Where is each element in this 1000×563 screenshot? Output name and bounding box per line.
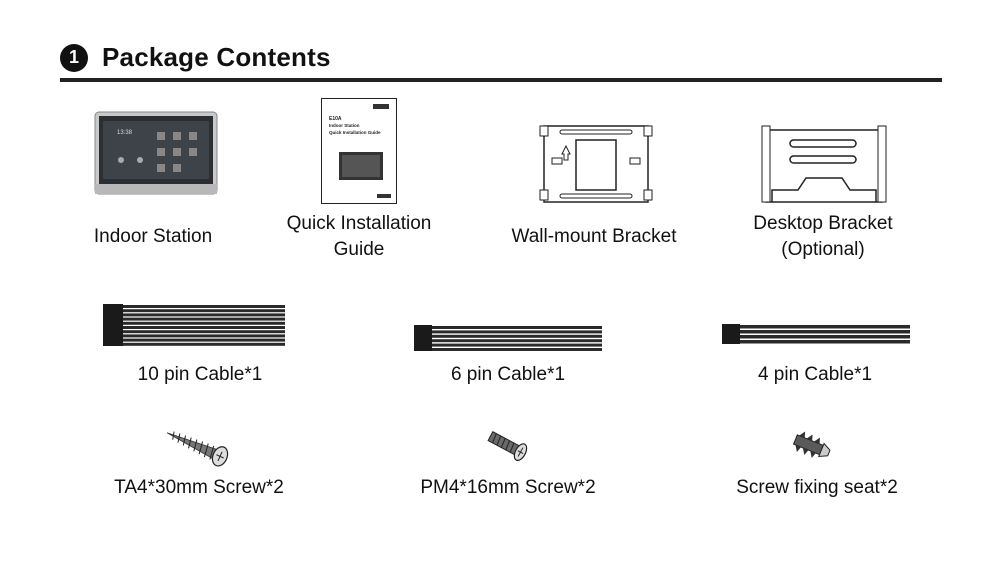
section-number-badge: 1 [60, 43, 88, 72]
manual-text-1: E10A [329, 116, 342, 122]
anchor-image [792, 431, 831, 458]
cable-6pin-image [414, 325, 602, 351]
cable-10pin-image [103, 304, 285, 346]
desktop-bracket-image [761, 125, 887, 203]
anchor-label: Screw fixing seat*2 [736, 477, 898, 498]
screw-pm4-image [487, 431, 528, 461]
manual-text-3: Quick Installation Guide [329, 130, 381, 135]
desktop-bracket-label: Desktop Bracket (Optional) [726, 211, 920, 263]
manual-image: E10A Indoor Station Quick Installation G… [321, 98, 397, 204]
wall-bracket-label: Wall-mount Bracket [511, 226, 677, 247]
section-title: Package Contents [102, 42, 331, 72]
quick-guide-label: Quick Installation Guide [265, 211, 453, 263]
cable-4pin-label: 4 pin Cable*1 [757, 364, 873, 385]
manual-text-2: Indoor Station [329, 123, 360, 128]
cable-10pin-label: 10 pin Cable*1 [137, 364, 263, 385]
indoor-station-label: Indoor Station [93, 226, 213, 247]
quick-guide-label-line2: Guide [333, 239, 385, 260]
header-divider [60, 78, 942, 82]
cable-6pin-label: 6 pin Cable*1 [450, 364, 566, 385]
wall-bracket-image [539, 125, 653, 203]
indoor-station-image: 13:38 [94, 111, 218, 195]
cable-4pin-image [722, 324, 910, 344]
section-header: 1 Package Contents [60, 42, 331, 73]
screw-ta4-label: TA4*30mm Screw*2 [114, 477, 284, 498]
svg-text:13:38: 13:38 [117, 130, 133, 136]
screw-pm4-label: PM4*16mm Screw*2 [420, 477, 596, 498]
screw-ta4-image [166, 431, 229, 467]
desktop-bracket-label-line2: (Optional) [781, 239, 865, 260]
quick-guide-label-line1: Quick Installation [286, 213, 432, 234]
desktop-bracket-label-line1: Desktop Bracket [753, 213, 893, 234]
